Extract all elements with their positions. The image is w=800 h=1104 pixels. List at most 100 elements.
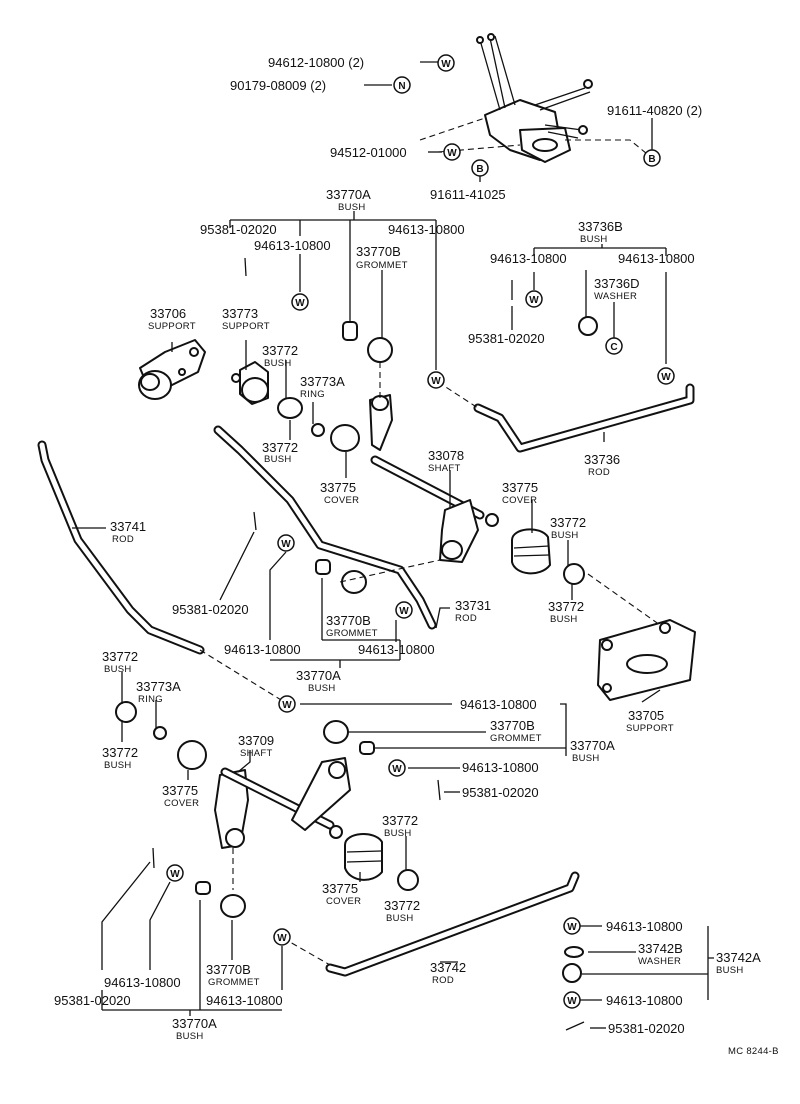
part-number-label: 33775 [162,783,198,798]
part-number-label: 33773 [222,306,258,321]
leader-lines [72,61,714,1029]
rod-33731-drawing [213,425,437,630]
part-name-label: BUSH [384,828,412,839]
svg-text:W: W [567,922,577,933]
part-name-label: BUSH [716,965,744,976]
bolt-symbol: B [643,149,661,167]
fastener-symbols: W N W B B W W W C W W W W W W W W W [166,54,675,1009]
part-number-label: 33770A [172,1016,217,1031]
cover-33775-right-drawing [511,528,551,575]
bush-33772-right-drawing [563,563,585,585]
part-number-label: 33770A [326,187,371,202]
svg-text:W: W [431,376,441,387]
bush-33770a-mid-drawing [315,559,331,575]
part-name-label: BUSH [572,753,600,764]
part-number-label: 33770B [206,962,251,977]
washer-symbol: W [657,367,675,385]
washer-symbol: W [395,601,413,619]
part-number-label: 33742A [716,950,761,965]
part-number-label: 33773A [300,374,345,389]
washer-symbol: W [291,293,309,311]
washer-symbol: W [525,290,543,308]
part-name-label: ROD [112,534,134,545]
part-name-label: BUSH [386,913,414,924]
part-number-label: 33772 [262,343,298,358]
part-number-label: 95381-02020 [462,785,539,800]
ring-33773a-lower-drawing [153,726,167,740]
part-number-label: 94613-10800 [618,251,695,266]
pin-95381-bottom-drawing [152,847,155,869]
part-name-label: COVER [326,896,361,907]
part-number-label: 94512-01000 [330,145,407,160]
part-number-label: 94613-10800 [388,222,465,237]
part-name-label: RING [300,389,325,400]
washer-symbol: W [427,371,445,389]
bush-33770a-bottom-drawing [195,881,211,895]
washer-symbol: W [278,695,296,713]
pin-95381-upper-drawing [244,257,247,277]
part-number-label: 33736B [578,219,623,234]
shift-lever-assembly [476,33,593,163]
part-drawings [37,33,696,1031]
washer-symbol: W [277,534,295,552]
svg-text:C: C [610,342,617,353]
part-name-label: RING [138,694,163,705]
part-number-label: 33770B [356,244,401,259]
part-number-label: 95381-02020 [172,602,249,617]
part-name-label: ROD [455,613,477,624]
grommet-33770b-lower-drawing [323,720,349,744]
part-name-label: BUSH [551,530,579,541]
washer-symbol: W [563,991,581,1009]
part-name-label: SUPPORT [222,321,270,332]
bush-33770a-lower-drawing [359,741,375,755]
part-name-label: GROMMET [326,628,378,639]
bush-33772-lower-right-drawing [397,869,419,891]
part-number-label: 94613-10800 [254,238,331,253]
part-name-label: SUPPORT [148,321,196,332]
washer-symbol: W [166,864,184,882]
grommet-33770b-upper-drawing [367,337,393,363]
pin-95381-lower-drawing [437,779,441,801]
part-name-label: BUSH [338,202,366,213]
part-name-label: BUSH [550,614,578,625]
part-name-label: GROMMET [208,977,260,988]
shaft-33078-drawing [369,394,499,563]
svg-text:W: W [567,996,577,1007]
svg-text:W: W [447,148,457,159]
part-number-label: 95381-02020 [54,993,131,1008]
grommet-33770b-bottom-drawing [220,894,246,918]
part-number-label: 33742B [638,941,683,956]
part-number-label: 94612-10800 (2) [268,55,364,70]
part-number-label: 33775 [502,480,538,495]
washer-symbol: W [443,143,461,161]
cover-33775-lower-drawing [344,833,383,881]
part-number-label: 94613-10800 [606,993,683,1008]
bush-33772-lower-left-drawing [115,701,137,723]
part-number-label: 91611-41025 [430,187,506,202]
rod-33742-drawing [325,871,580,977]
svg-text:W: W [529,295,539,306]
part-name-label: COVER [502,495,537,506]
part-number-label: 94613-10800 [460,697,537,712]
svg-text:B: B [648,154,655,165]
bush-33736b-drawing [578,316,598,336]
part-number-label: 33741 [110,519,146,534]
part-name-label: ROD [588,467,610,478]
part-number-label: 94613-10800 [358,642,435,657]
part-number-label: 91611-40820 (2) [607,103,702,118]
clip-symbol: C [605,337,623,355]
ring-33773a-upper-drawing [311,423,325,437]
part-number-label: 33772 [262,440,298,455]
part-name-label: WASHER [638,956,681,967]
part-number-label: 95381-02020 [608,1021,685,1036]
part-number-label: 33772 [382,813,418,828]
bush-33770a-upper-drawing [342,321,358,341]
washer-symbol: W [563,917,581,935]
part-number-label: 33731 [455,598,491,613]
svg-text:W: W [277,933,287,944]
part-number-label: 33772 [548,599,584,614]
part-number-label: 94613-10800 [462,760,539,775]
support-33773 [231,361,269,405]
part-name-label: BUSH [264,358,292,369]
